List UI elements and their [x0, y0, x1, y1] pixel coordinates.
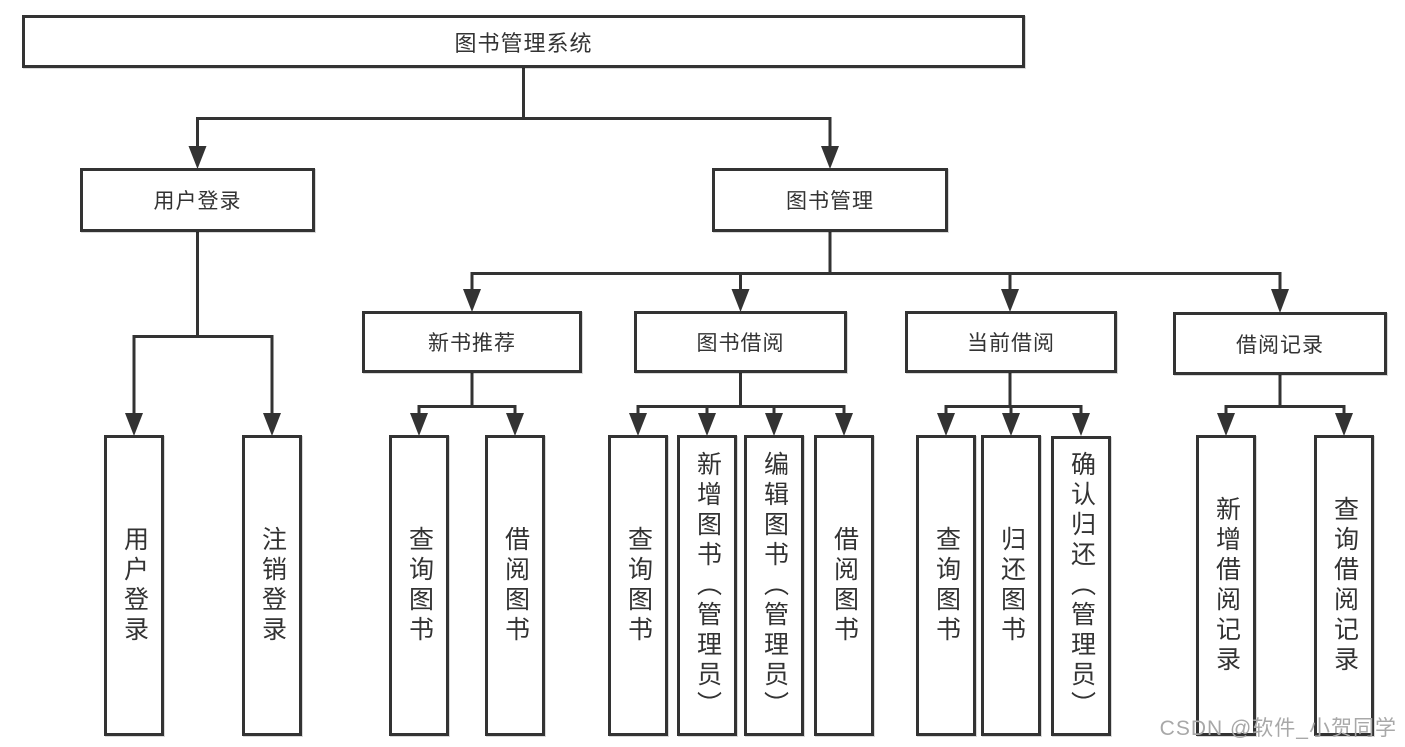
node-user-login: 用户登录 [80, 168, 315, 232]
leaf-borrow-add-books-admin: 新增图书（管理员） [677, 435, 737, 736]
csdn-watermark: CSDN @软件_小贺同学 [1159, 717, 1397, 740]
leaf-records-query-record: 查询借阅记录 [1314, 435, 1374, 736]
leaf-borrow-query-books: 查询图书 [608, 435, 668, 736]
node-current-borrow: 当前借阅 [905, 311, 1117, 373]
node-book-management: 图书管理 [712, 168, 948, 232]
leaf-borrow-edit-books-admin: 编辑图书（管理员） [744, 435, 804, 736]
leaf-newbook-query-books: 查询图书 [389, 435, 449, 736]
leaf-newbook-borrow-books: 借阅图书 [485, 435, 545, 736]
arrowhead-group [125, 146, 1353, 436]
leaf-borrow-borrow-books: 借阅图书 [814, 435, 874, 736]
leaf-current-return-books: 归还图书 [981, 435, 1041, 736]
leaf-logout: 注销登录 [242, 435, 302, 736]
node-borrow-records: 借阅记录 [1173, 312, 1387, 375]
node-book-borrow: 图书借阅 [634, 311, 847, 373]
leaf-current-query-books: 查询图书 [916, 435, 976, 736]
node-book-management-system: 图书管理系统 [22, 15, 1025, 68]
leaf-records-add-record: 新增借阅记录 [1196, 435, 1256, 736]
leaf-user-login: 用户登录 [104, 435, 164, 736]
node-new-book-recommend: 新书推荐 [362, 311, 582, 373]
leaf-current-confirm-return-admin: 确认归还（管理员） [1051, 436, 1111, 736]
